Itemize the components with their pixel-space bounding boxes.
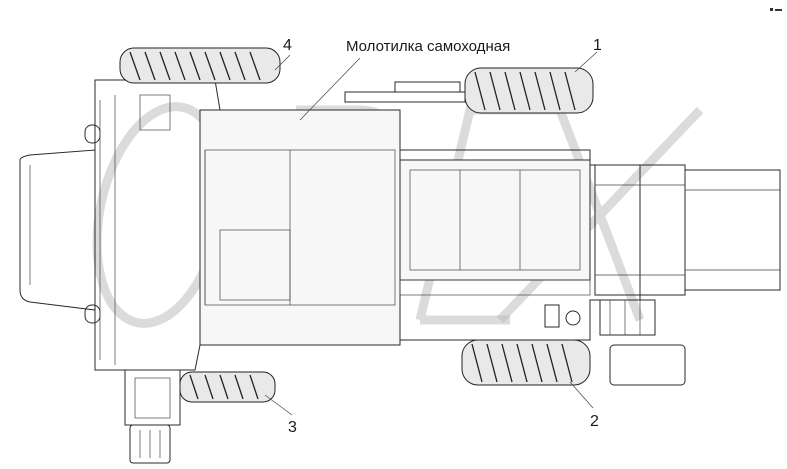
diagram-title: Молотилка самоходная bbox=[346, 38, 510, 55]
tire-top-left bbox=[119, 47, 281, 84]
corner-mark-icon bbox=[770, 8, 782, 11]
callout-2: 2 bbox=[590, 413, 599, 430]
machine-body bbox=[94, 79, 641, 371]
cab-front bbox=[19, 124, 101, 324]
callout-3: 3 bbox=[288, 419, 297, 436]
tire-bottom-right bbox=[461, 339, 591, 386]
rear-conveyor bbox=[544, 164, 781, 386]
hitch-assembly bbox=[124, 369, 181, 464]
tire-top-right bbox=[464, 67, 594, 114]
tire-bottom-left bbox=[179, 371, 276, 403]
unloading-auger bbox=[344, 81, 466, 103]
callout-4: 4 bbox=[283, 37, 292, 54]
leader-lines bbox=[264, 51, 598, 416]
callout-1: 1 bbox=[593, 37, 602, 54]
